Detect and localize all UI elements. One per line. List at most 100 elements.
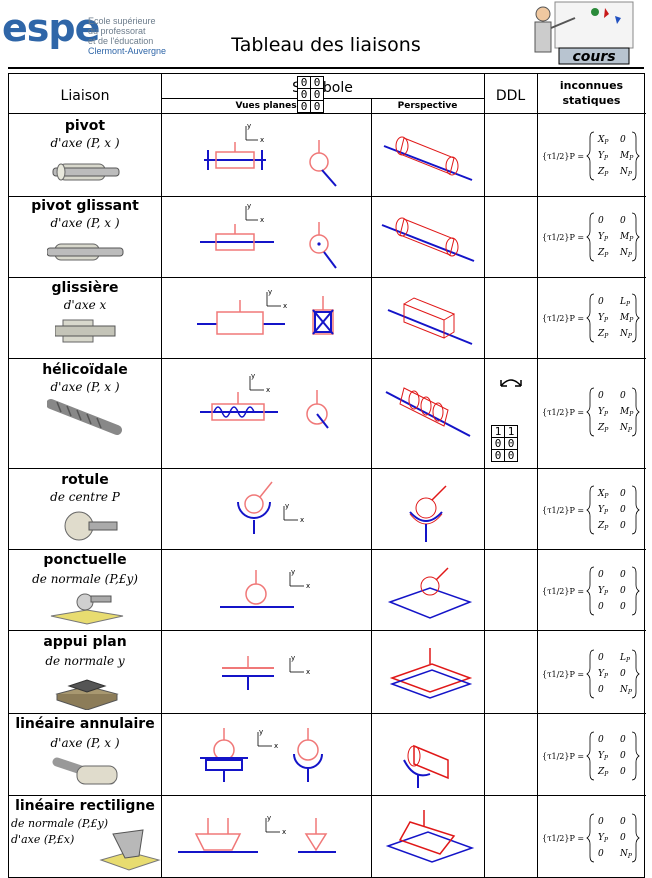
liaison-axis: d'axe (P, x ): [50, 380, 120, 394]
header-ddl: DDL: [495, 88, 526, 104]
matrix-left-brace: [586, 731, 595, 781]
row-divider: [9, 795, 646, 796]
svg-text:x: x: [266, 386, 270, 394]
svg-text:y: y: [291, 654, 295, 662]
matrix-left-brace: [586, 131, 595, 181]
matrix-right-brace: [631, 649, 640, 699]
liaison-axis: de centre P: [50, 490, 120, 504]
page-header: espe Ecole supérieure du professorat et …: [0, 0, 652, 69]
liaison-axis: de normale y: [45, 654, 125, 668]
matrix-left-brace: [586, 813, 595, 863]
torseur-label: {τ1/2}P =: [542, 408, 584, 417]
header-bottom: [9, 113, 646, 114]
matrix-cell: NP: [619, 423, 633, 434]
svg-text:y: y: [247, 122, 251, 130]
cours-illustration: cours: [525, 0, 635, 66]
glissiere-planar-symbol: yx: [197, 288, 334, 335]
liaison-name: appui plan: [43, 634, 127, 650]
matrix-right-brace: [631, 813, 640, 863]
matrix-cell: 0: [598, 849, 604, 859]
matrix-cell: YP: [598, 407, 609, 418]
liaison-name: glissière: [51, 280, 119, 296]
matrix-cell: MP: [619, 151, 634, 162]
matrix-right-brace: [631, 731, 640, 781]
matrix-cell: 0: [620, 817, 626, 827]
row-divider: [9, 713, 646, 714]
matrix-cell: 0: [598, 685, 604, 695]
matrix-right-brace: [631, 566, 640, 616]
rotation-arrow-icon: [500, 379, 522, 387]
matrix-cell: 0: [620, 570, 626, 580]
header-inconnues: inconnues statiques: [559, 79, 624, 107]
torseur-label: {τ1/2}P =: [542, 670, 584, 679]
matrix-cell: 0: [598, 216, 604, 226]
matrix-right-brace: [631, 131, 640, 181]
matrix-cell: 0: [598, 602, 604, 612]
appui-plan-3d-icon: [55, 679, 119, 710]
lineaire-rectiligne-planar-symbol: yx: [178, 814, 336, 853]
liaison-name: linéaire annulaire: [15, 716, 155, 732]
matrix-cell: MP: [619, 313, 634, 324]
helicoidale-planar-symbol: yx: [200, 372, 329, 429]
col-divider: [537, 74, 538, 878]
matrix-cell: 0: [598, 817, 604, 827]
liaison-name: pivot glissant: [31, 198, 139, 214]
espe-logo: espe: [2, 6, 100, 50]
torseur-label: {τ1/2}P =: [542, 152, 584, 161]
ponctuelle-3d-icon: [50, 593, 124, 625]
svg-text:y: y: [259, 728, 263, 736]
lineaire-rectiligne-perspective: [385, 810, 475, 863]
matrix-cell: NP: [619, 685, 633, 696]
matrix-cell: NP: [619, 849, 633, 860]
liaison-name: ponctuelle: [43, 552, 127, 568]
svg-text:y: y: [247, 202, 251, 210]
pivot-glissant-3d-icon: [47, 243, 124, 261]
liaison-name: pivot: [64, 118, 106, 134]
pivot-glissant-perspective: [381, 217, 475, 262]
row-divider: [9, 549, 646, 550]
header-vues-planes: Vues planes: [235, 101, 297, 111]
matrix-cell: 0: [620, 489, 626, 499]
matrix-cell: YP: [598, 232, 609, 243]
svg-text:x: x: [283, 302, 287, 310]
liaison-axis: d'axe (P, x ): [50, 736, 120, 750]
matrix-cell: LP: [619, 297, 631, 308]
matrix-cell: NP: [619, 167, 633, 178]
svg-text:y: y: [291, 568, 295, 576]
matrix-cell: YP: [598, 669, 609, 680]
lineaire-annulaire-planar-symbol: yx: [200, 728, 323, 782]
torseur-label: {τ1/2}P =: [542, 314, 584, 323]
matrix-cell: 0: [598, 735, 604, 745]
matrix-cell: YP: [598, 151, 609, 162]
torseur-label: {τ1/2}P =: [542, 587, 584, 596]
appui-plan-perspective: [389, 648, 473, 699]
col-divider: [161, 74, 162, 878]
matrix-right-brace: [631, 387, 640, 437]
col-divider: [371, 98, 372, 878]
torseur-label: {τ1/2}P =: [542, 752, 584, 761]
svg-text:x: x: [306, 582, 310, 590]
matrix-cell: ZP: [597, 329, 609, 340]
torseur-label: {τ1/2}P =: [542, 834, 584, 843]
rotule-planar-symbol: yx: [237, 481, 304, 534]
liaison-axis: d'axe (P,£x): [11, 833, 75, 846]
matrix-cell: 0: [620, 833, 626, 843]
liaison-axis: d'axe x: [63, 298, 107, 312]
pivot-perspective: [383, 136, 473, 181]
ponctuelle-perspective: [387, 567, 473, 619]
matrix-cell: XP: [597, 135, 609, 146]
matrix-cell: 0: [620, 505, 626, 515]
header-liaison: Liaison: [60, 88, 110, 104]
page-title: Tableau des liaisons: [231, 34, 421, 56]
row-divider: [9, 468, 646, 469]
matrix-cell: 0: [620, 216, 626, 226]
pivot-planar-symbol: yx: [204, 122, 337, 187]
matrix-left-brace: [586, 566, 595, 616]
matrix-right-brace: [631, 212, 640, 262]
liaison-axis: d'axe (P, x ): [50, 136, 120, 150]
